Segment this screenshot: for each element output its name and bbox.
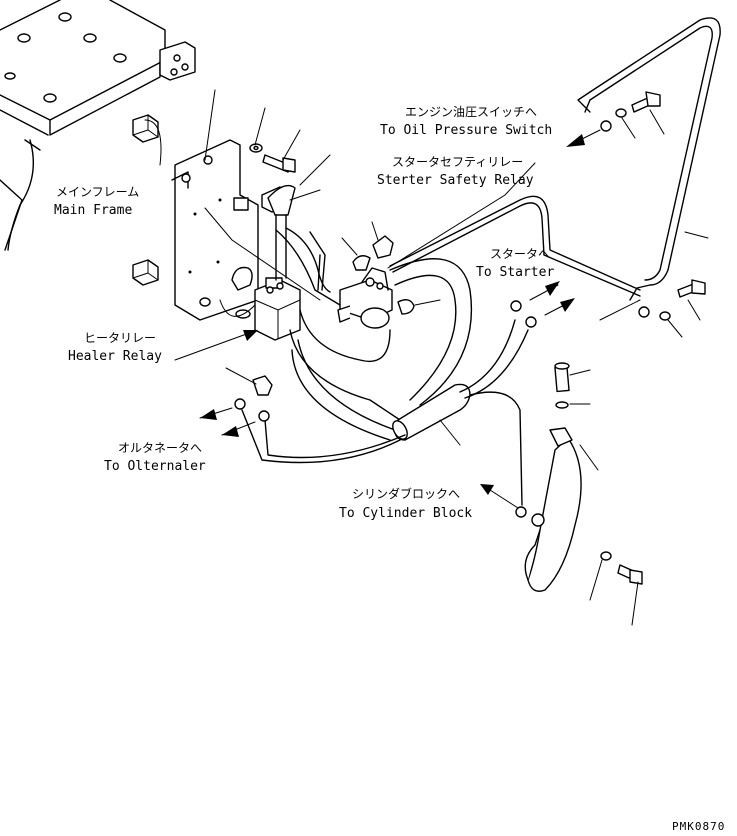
heater-relay-label-jp: ヒータリレー <box>84 331 156 345</box>
oil-pressure-rod <box>577 17 721 301</box>
leader-lines <box>144 89 709 626</box>
cylinder-block-label-en: To Cylinder Block <box>339 506 472 521</box>
mounting-plate <box>171 139 259 321</box>
starter-label-jp: スタータへ <box>490 247 550 261</box>
cylinder-block-label-jp: シリンダブロックへ <box>352 486 460 501</box>
starter-safety-relay <box>337 235 415 329</box>
drawing-code: PMK0870 <box>672 820 725 833</box>
pointer-arrows <box>174 129 601 509</box>
heater-relay <box>254 184 301 341</box>
alternator-label-jp: オルタネータへ <box>118 441 202 455</box>
ground-cable <box>524 362 643 592</box>
clip-fastener-upper <box>132 114 159 286</box>
alternator-label-en: To Olternaler <box>104 459 206 474</box>
heater-relay-label-en: Healer Relay <box>68 349 162 364</box>
main-frame-label-en: Main Frame <box>54 203 132 218</box>
safety-relay-label-jp: スタータセフティリレー <box>392 155 523 169</box>
main-frame-label-jp: メインフレーム <box>56 185 139 199</box>
labels: エンジン油圧スイッチへ To Oil Pressure Switch スタータセ… <box>54 105 725 833</box>
bolt-upper-right <box>615 91 706 321</box>
safety-relay-label-en: Sterter Safety Relay <box>377 173 534 188</box>
oil-pressure-label-jp: エンジン油圧スイッチへ <box>405 105 537 119</box>
oil-pressure-label-en: To Oil Pressure Switch <box>380 123 552 138</box>
ring-terminals <box>234 120 650 518</box>
starter-label-en: To Starter <box>476 265 554 280</box>
wire-harness <box>241 195 641 506</box>
main-frame <box>0 0 196 251</box>
